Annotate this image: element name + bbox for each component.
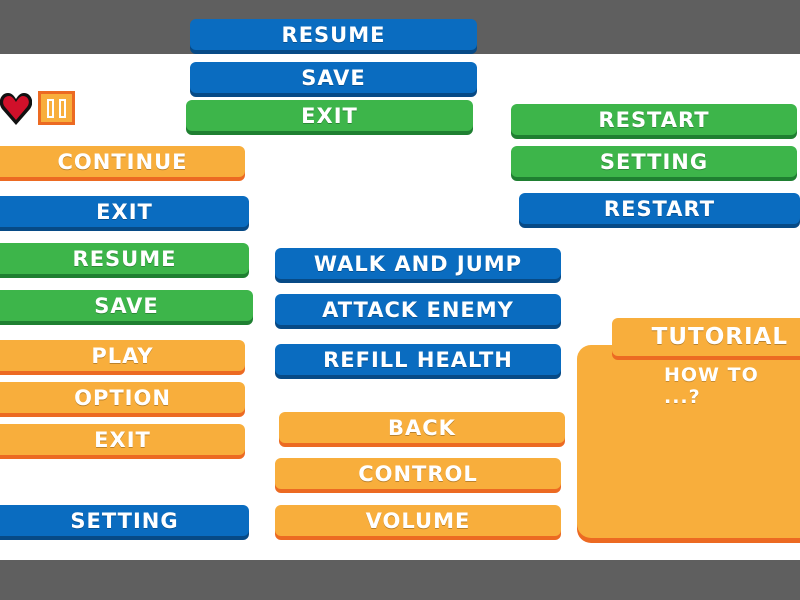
restart-button[interactable]: RESTART xyxy=(511,104,797,135)
save-button-left[interactable]: SAVE xyxy=(0,290,253,321)
walk-and-jump-button[interactable]: WALK AND JUMP xyxy=(275,248,561,279)
back-button[interactable]: BACK xyxy=(279,412,565,443)
resume-button[interactable]: RESUME xyxy=(190,19,477,50)
exit-button-left[interactable]: EXIT xyxy=(0,196,249,227)
continue-button[interactable]: CONTINUE xyxy=(0,146,245,177)
refill-health-button[interactable]: REFILL HEALTH xyxy=(275,344,561,375)
pause-icon[interactable] xyxy=(38,91,75,125)
setting-button-left[interactable]: SETTING xyxy=(0,505,249,536)
option-button[interactable]: OPTION xyxy=(0,382,245,413)
pause-bar-left xyxy=(47,98,54,118)
setting-button[interactable]: SETTING xyxy=(511,146,797,177)
exit-button[interactable]: EXIT xyxy=(186,100,473,131)
pause-bar-right xyxy=(59,98,66,118)
restart-button-alt[interactable]: RESTART xyxy=(519,193,800,224)
heart-icon xyxy=(0,93,32,125)
control-button[interactable]: CONTROL xyxy=(275,458,561,489)
tutorial-title: TUTORIAL xyxy=(612,318,800,356)
volume-button[interactable]: VOLUME xyxy=(275,505,561,536)
tutorial-panel xyxy=(577,345,800,538)
resume-button-left[interactable]: RESUME xyxy=(0,243,249,274)
play-button[interactable]: PLAY xyxy=(0,340,245,371)
attack-enemy-button[interactable]: ATTACK ENEMY xyxy=(275,294,561,325)
exit-button-orange[interactable]: EXIT xyxy=(0,424,245,455)
save-button[interactable]: SAVE xyxy=(190,62,477,93)
tutorial-subtitle: HOW TO ...? xyxy=(664,364,759,408)
